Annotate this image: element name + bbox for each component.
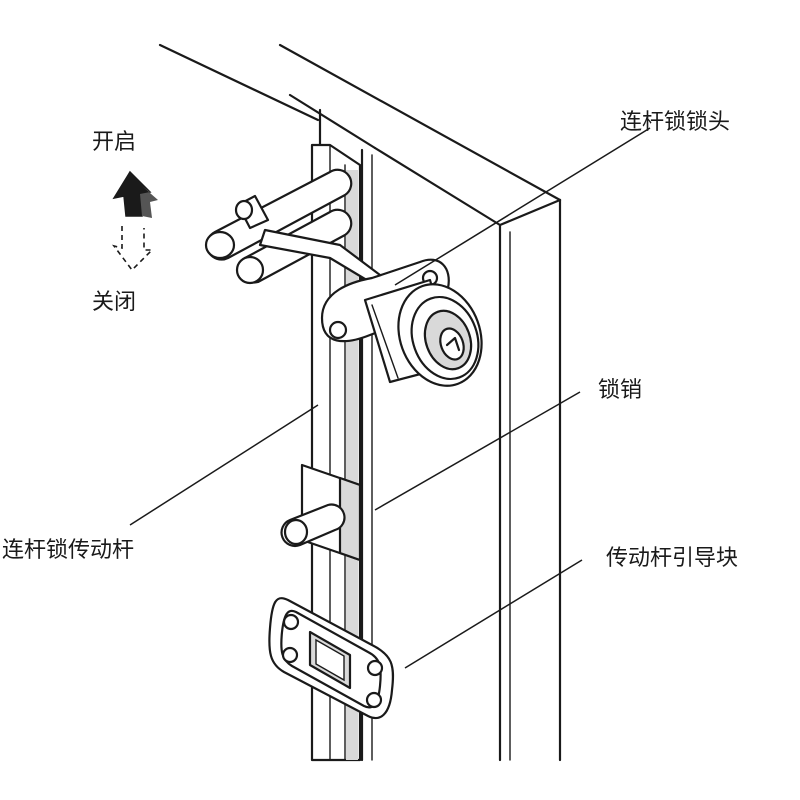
- arrow-down-dashed-icon: [112, 226, 154, 272]
- lock-pin: [280, 463, 362, 562]
- label-rod-guide: 传动杆引导块: [606, 546, 739, 571]
- label-drive-rod: 连杆锁传动杆: [2, 538, 135, 563]
- lock-head: [320, 258, 483, 387]
- label-close: 关闭: [92, 290, 137, 315]
- arrow-up-icon: [112, 170, 158, 218]
- rod-guide-block: [268, 597, 395, 720]
- label-lock-head: 连杆锁锁头: [620, 110, 731, 135]
- label-open: 开启: [92, 130, 137, 155]
- label-lock-pin: 锁销: [598, 378, 643, 403]
- top-bolts: [204, 168, 382, 285]
- leader-lines: [129, 127, 651, 669]
